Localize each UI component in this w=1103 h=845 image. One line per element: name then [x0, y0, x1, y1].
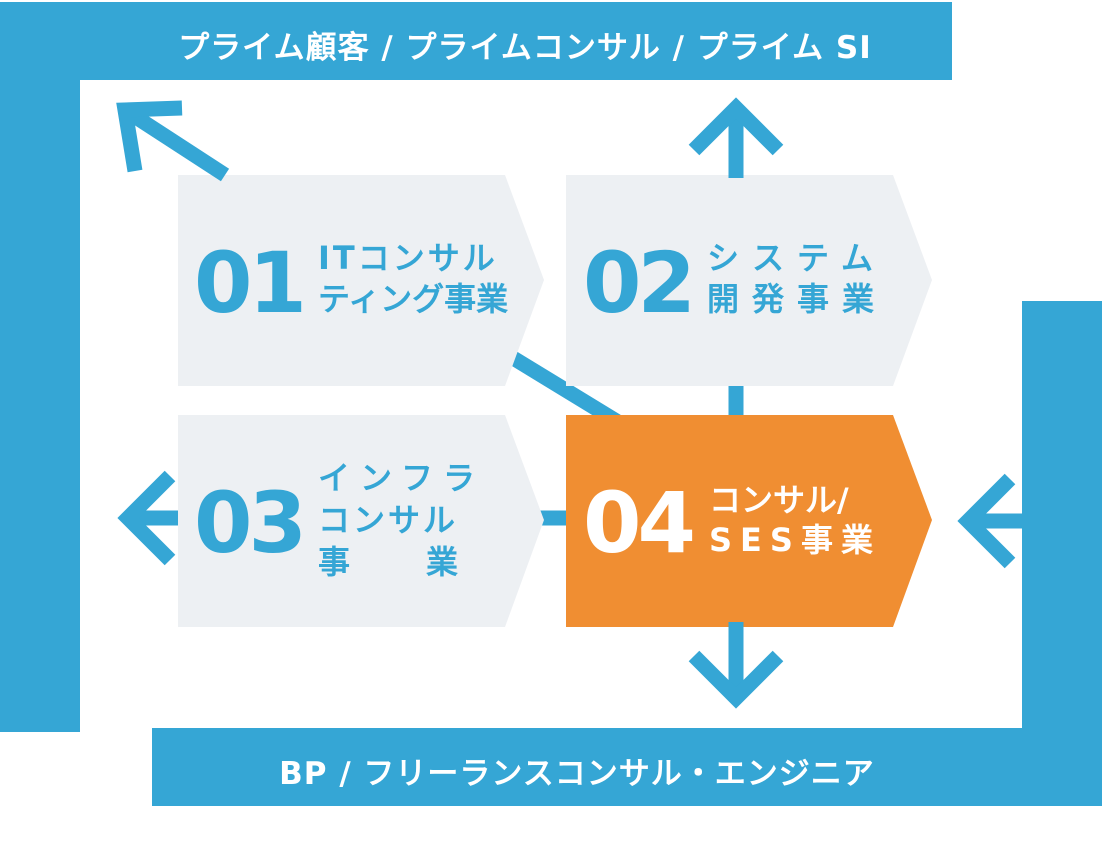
arrow-in-left-icon [957, 473, 1025, 569]
card-02-line-1: システム [707, 239, 887, 277]
arrow-up-left-icon [116, 100, 230, 182]
card-02 [566, 175, 932, 386]
card-01-number: 01 [194, 234, 307, 332]
left-frame-bar [0, 2, 80, 732]
top-banner-label: プライム顧客 / プライムコンサル / プライム SI [178, 30, 872, 66]
card-03-line-2: コンサル [318, 501, 459, 539]
bottom-banner [152, 728, 1102, 806]
card-04-line-1: コンサル/ [709, 481, 849, 519]
card-03-number: 03 [194, 474, 307, 572]
top-banner [0, 2, 952, 80]
card-01-line-1: ITコンサル [318, 239, 498, 277]
right-frame-bar [1022, 301, 1102, 806]
card-02-line-2: 開発事業 [707, 280, 888, 318]
arrow-down-icon [688, 622, 784, 709]
connector-01-04 [496, 343, 622, 429]
card-03-line-1: インフラ [318, 459, 486, 497]
card-01-line-2: ティング事業 [318, 280, 509, 318]
card-03 [178, 415, 544, 627]
arrow-up-icon [688, 97, 784, 178]
card-02-number: 02 [583, 234, 696, 332]
bottom-banner-label: BP / フリーランスコンサル・エンジニア [279, 756, 875, 792]
arrow-left-icon [117, 470, 178, 566]
card-04-number: 04 [583, 474, 696, 572]
card-01 [178, 175, 544, 386]
card-04 [566, 415, 932, 627]
card-03-line-3: 事業 [318, 543, 535, 581]
card-04-line-2: SES事業 [709, 521, 881, 559]
